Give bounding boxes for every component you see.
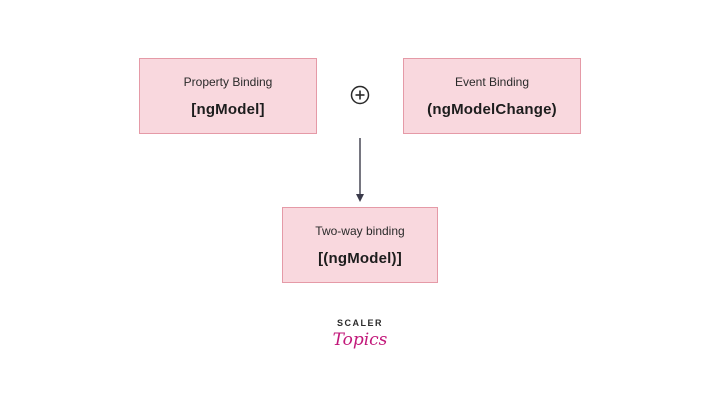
scaler-topics-logo: SCALER Topics	[330, 318, 390, 368]
event-binding-code: (ngModelChange)	[427, 100, 557, 118]
logo-wordmark-scaler: SCALER	[336, 318, 383, 328]
plus-icon	[350, 85, 370, 105]
two-way-binding-box: Two-way binding [(ngModel)]	[282, 207, 438, 283]
property-binding-label: Property Binding	[183, 74, 273, 89]
event-binding-box: Event Binding (ngModelChange)	[403, 58, 581, 134]
property-binding-code: [ngModel]	[191, 100, 265, 118]
two-way-binding-code: [(ngModel)]	[318, 249, 402, 267]
two-way-binding-label: Two-way binding	[315, 223, 405, 238]
logo-wordmark-topics: Topics	[332, 330, 388, 350]
property-binding-box: Property Binding [ngModel]	[139, 58, 317, 134]
down-arrow-connector	[356, 138, 364, 202]
event-binding-label: Event Binding	[454, 74, 530, 89]
